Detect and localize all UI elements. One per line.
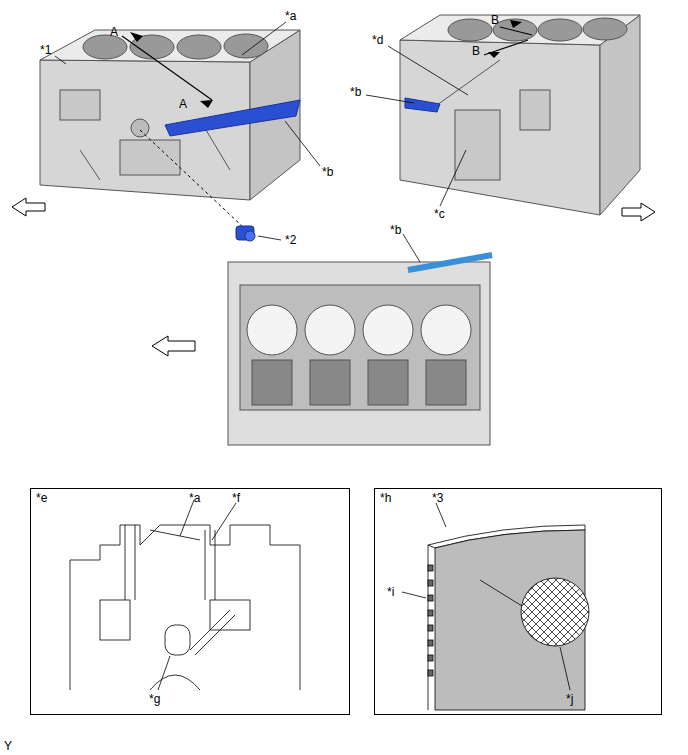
section-mark: A [110, 26, 118, 38]
callout-letter: *f [232, 492, 240, 504]
callout-letter: *j [566, 693, 573, 705]
part-callout: *2 [285, 234, 296, 246]
inset-panel: *e *a *f *g [30, 488, 350, 715]
inset-id: *h [380, 492, 391, 504]
callout-letter: *b [322, 166, 333, 178]
section-mark: A [179, 98, 187, 110]
inset-panel: *h *3 *i *j [374, 488, 662, 715]
part-callout: *1 [40, 44, 51, 56]
callout-letter: *3 [432, 492, 443, 504]
inset-id: *e [36, 492, 47, 504]
callout-letter: *a [189, 492, 200, 504]
callout-letter: *b [350, 86, 361, 98]
section-mark: B [491, 14, 499, 26]
callout-letter: *d [372, 34, 383, 46]
section-mark: B [472, 45, 480, 57]
callout-letter: *a [285, 10, 296, 22]
callout-letter: *b [390, 224, 401, 236]
figure-id: Y [4, 740, 12, 752]
callout-letter: *i [387, 586, 394, 598]
callout-letter: *c [434, 208, 445, 220]
callout-letter: *g [149, 693, 160, 705]
